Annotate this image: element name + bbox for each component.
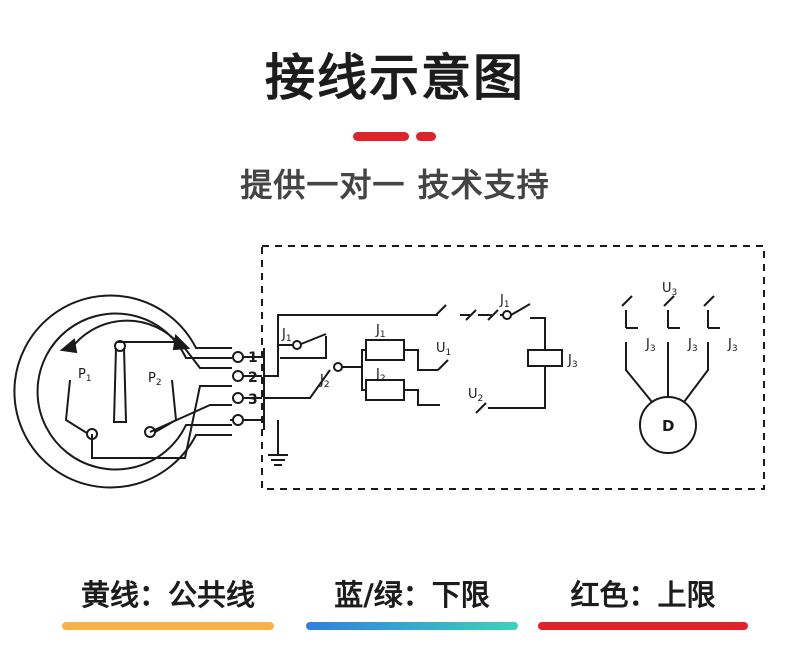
terminal-label-2: 2 bbox=[248, 370, 258, 386]
wire-t2 bbox=[91, 385, 232, 459]
legend-upper-limit-bar bbox=[538, 622, 748, 630]
relay-j1-coil bbox=[365, 339, 405, 361]
legend-common-text: 黄线：公共线 bbox=[80, 578, 255, 612]
contact-p1-arm bbox=[64, 379, 91, 436]
legend-lower-limit-text: 蓝/绿：下限 bbox=[334, 578, 490, 612]
arrow-left bbox=[59, 338, 78, 354]
terminal-1 bbox=[232, 351, 244, 363]
legend-lower-limit: 蓝/绿：下限 bbox=[306, 572, 518, 632]
label-j3-coil: J3 bbox=[567, 353, 578, 370]
wire-t1 bbox=[118, 341, 232, 369]
j2-contact bbox=[264, 369, 331, 399]
label-j1-right: J1 bbox=[499, 293, 510, 310]
gauge-inner-ring bbox=[36, 312, 232, 471]
label-j1-coil: J1 bbox=[375, 323, 386, 340]
gauge-outer-ring bbox=[13, 294, 232, 489]
terminal-label-3: 3 bbox=[248, 392, 258, 408]
gauge-needle bbox=[112, 347, 128, 423]
accent-bar-short bbox=[416, 132, 436, 141]
label-j2-contact: J2 bbox=[319, 373, 330, 390]
terminal-3 bbox=[232, 392, 244, 404]
label-j3-c: J3 bbox=[727, 337, 738, 354]
accent-bar-long bbox=[353, 132, 409, 141]
label-u2: U2 bbox=[468, 387, 483, 404]
label-j3-a: J3 bbox=[645, 337, 656, 354]
wire-t3 bbox=[149, 404, 232, 433]
legend-lower-limit-bar bbox=[306, 622, 518, 630]
gauge-label-p2: P2 bbox=[148, 371, 162, 388]
control-box-border bbox=[261, 245, 765, 490]
motor-circuit bbox=[621, 295, 720, 454]
label-j2-coil: J2 bbox=[375, 367, 386, 384]
motor-label: D bbox=[662, 417, 674, 435]
gauge-scale-arc bbox=[69, 319, 181, 351]
terminal-2 bbox=[232, 370, 244, 382]
legend-common-bar bbox=[62, 622, 274, 630]
terminal-label-1: 1 bbox=[248, 350, 258, 366]
motor bbox=[639, 396, 697, 454]
gauge-label-p1: P1 bbox=[78, 367, 92, 384]
relay-j3-coil bbox=[527, 349, 563, 367]
wiring-diagram: P1 P2 1 2 3 J1 J2 J1 J2 U1 U2 J1 J3 U3 J… bbox=[13, 245, 765, 490]
page-subtitle: 提供一对一 技术支持 bbox=[240, 166, 550, 204]
label-j1-contact: J1 bbox=[281, 327, 292, 344]
terminal-4 bbox=[232, 414, 244, 426]
label-u1: U1 bbox=[436, 341, 451, 358]
label-u3: U3 bbox=[662, 281, 677, 298]
legend-upper-limit-text: 红色：上限 bbox=[570, 578, 716, 612]
label-j3-b: J3 bbox=[687, 337, 698, 354]
legend-upper-limit: 红色：上限 bbox=[538, 572, 748, 632]
page-title: 接线示意图 bbox=[265, 49, 525, 107]
legend-common: 黄线：公共线 bbox=[62, 572, 274, 632]
ground-symbol bbox=[268, 420, 288, 466]
